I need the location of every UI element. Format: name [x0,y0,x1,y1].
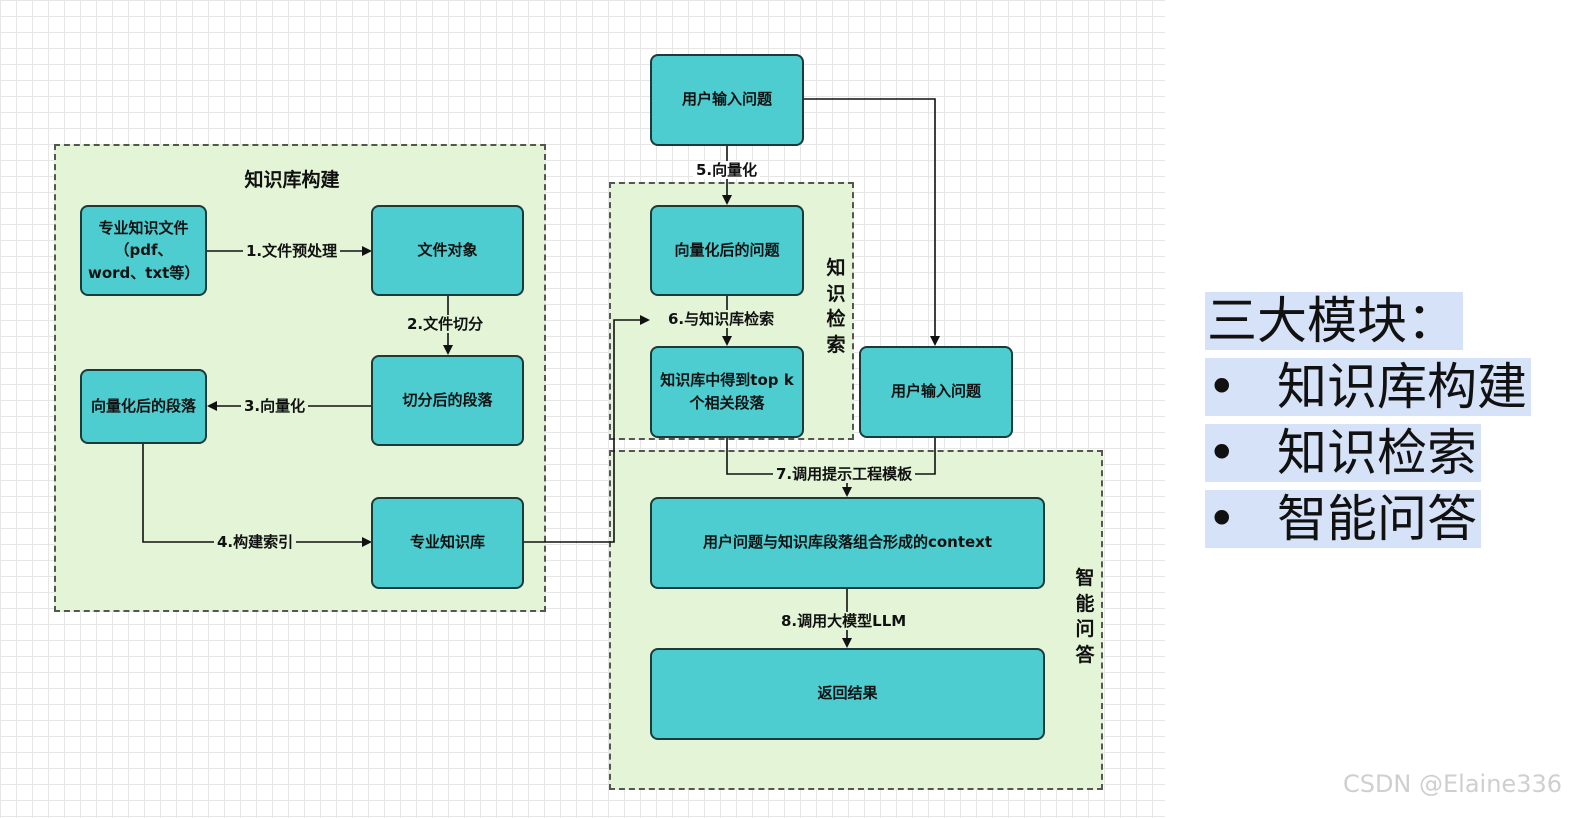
node-context: 用户问题与知识库段落组合形成的context [650,497,1045,589]
modules-summary: 三大模块： • 知识库构建 • 知识检索 • 智能问答 [1205,292,1531,556]
diagram-canvas: 知识库构建 知 识 检 索 智 能 问 答 专业知识文件 （pdf、 word、… [0,0,1165,818]
node-user-question-right: 用户输入问题 [859,346,1013,438]
edge-label-build-index: 4.构建索引 [214,533,297,551]
summary-item-qa: • 智能问答 [1205,490,1481,548]
node-topk: 知识库中得到top k 个相关段落 [650,346,804,438]
node-user-question-top: 用户输入问题 [650,54,804,146]
summary-item-label: 知识检索 [1277,424,1477,482]
node-result: 返回结果 [650,648,1045,740]
node-source-files: 专业知识文件 （pdf、 word、txt等） [80,205,207,296]
summary-title: 三大模块： [1205,292,1463,350]
summary-item-retrieve: • 知识检索 [1205,424,1481,482]
edge-label-split: 2.文件切分 [404,315,487,333]
node-split-paragraphs: 切分后的段落 [371,355,524,446]
node-file-object: 文件对象 [371,205,524,296]
group-title-retrieve: 知 识 检 索 [826,257,846,356]
node-vector-paragraphs: 向量化后的段落 [80,369,207,444]
edge-question-right [804,98,940,346]
node-knowledge-base: 专业知识库 [371,497,524,589]
edge-label-preprocess: 1.文件预处理 [243,242,341,260]
summary-item-label: 知识库构建 [1277,358,1527,416]
bullet-icon: • [1207,358,1237,416]
node-vector-question: 向量化后的问题 [650,205,804,296]
edge-label-llm: 8.调用大模型LLM [778,612,910,630]
edge-build-index [142,444,372,547]
edge-kb-to-retrieve [524,315,650,543]
summary-item-label: 智能问答 [1277,490,1477,548]
edge-label-vectorize-paragraphs: 3.向量化 [241,397,309,415]
watermark: CSDN @Elaine336 [1342,770,1562,798]
edge-label-retrieve: 6.与知识库检索 [665,310,778,328]
bullet-icon: • [1207,490,1237,548]
edge-label-prompt-template: 7.调用提示工程模板 [773,465,916,483]
bullet-icon: • [1207,424,1237,482]
group-title-build: 知识库构建 [244,169,340,191]
edge-label-vectorize-question: 5.向量化 [693,161,761,179]
summary-item-build: • 知识库构建 [1205,358,1531,416]
group-title-qa: 智 能 问 答 [1075,567,1095,666]
